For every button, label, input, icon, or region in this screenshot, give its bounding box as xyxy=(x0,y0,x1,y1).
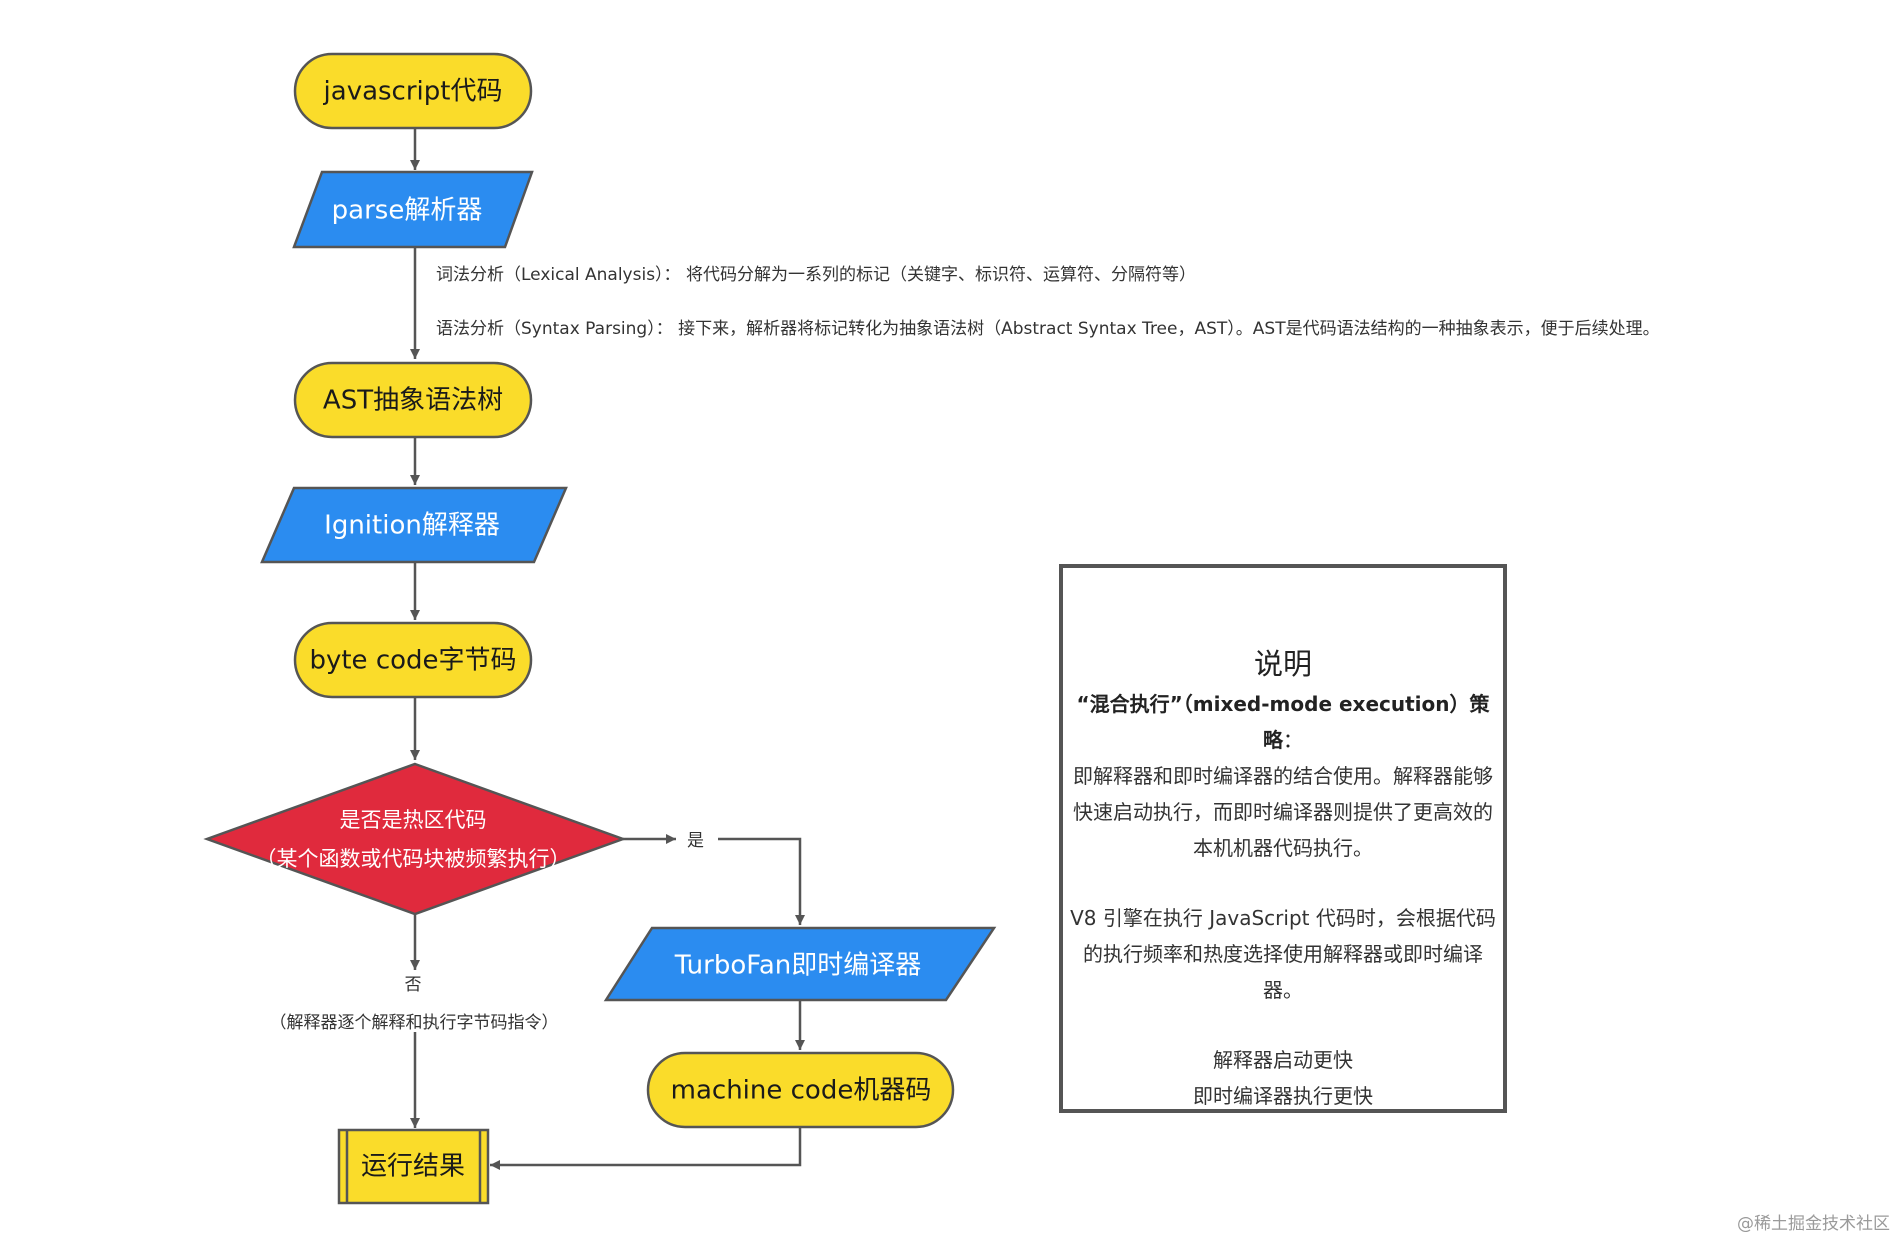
node-js-code: javascript代码 xyxy=(293,52,533,130)
explanation-title: 说明 xyxy=(1253,647,1312,681)
node-machine-code-label: machine code机器码 xyxy=(671,1076,932,1106)
node-turbofan-label: TurboFan即时编译器 xyxy=(674,951,922,981)
note-lexical: 词法分析（Lexical Analysis）： 将代码分解为一系列的标记（关键字… xyxy=(436,265,1196,285)
explanation-strategy: “混合执行”（mixed-mode execution）策略： xyxy=(1063,686,1503,758)
watermark: @稀土掘金技术社区 xyxy=(1737,1214,1890,1234)
node-hot-check-line1: 是否是热区代码 xyxy=(340,808,487,832)
node-result-label: 运行结果 xyxy=(361,1152,465,1182)
node-parser: parse解析器 xyxy=(292,170,534,249)
edge-label-no-note: （解释器逐个解释和执行字节码指令） xyxy=(270,1013,559,1033)
connectors xyxy=(410,128,805,1170)
node-ignition: Ignition解释器 xyxy=(260,486,568,564)
explanation-strategy-text: “混合执行”（mixed-mode execution）策略 xyxy=(1076,692,1490,752)
node-turbofan: TurboFan即时编译器 xyxy=(603,926,997,1002)
explanation-paragraph-2: V8 引擎在执行 JavaScript 代码时，会根据代码的执行频率和热度选择使… xyxy=(1070,906,1496,1002)
node-result: 运行结果 xyxy=(337,1128,490,1205)
node-ignition-label: Ignition解释器 xyxy=(324,511,500,541)
explanation-gap xyxy=(1063,1008,1503,1042)
explanation-paragraph-1: 即解释器和即时编译器的结合使用。解释器能够快速启动执行，而即时编译器则提供了更高… xyxy=(1073,764,1493,860)
edge-label-yes: 是 xyxy=(687,831,704,851)
node-hot-check-line2: （某个函数或代码块被频繁执行） xyxy=(256,847,571,871)
node-bytecode-label: byte code字节码 xyxy=(309,646,516,676)
node-machine-code: machine code机器码 xyxy=(646,1051,955,1129)
node-hot-check: 是否是热区代码 （某个函数或代码块被频繁执行） xyxy=(203,762,627,916)
node-ast: AST抽象语法树 xyxy=(293,361,533,439)
explanation-line-4: 即时编译器执行更快 xyxy=(1193,1084,1373,1108)
edge-label-no: 否 xyxy=(405,975,422,995)
edge-yes-to-turbofan xyxy=(718,837,805,925)
explanation-strategy-colon: ： xyxy=(1283,728,1303,752)
explanation-box: 说明 “混合执行”（mixed-mode execution）策略： 即解释器和… xyxy=(1059,564,1507,1113)
explanation-line-3: 解释器启动更快 xyxy=(1213,1048,1353,1072)
explanation-gap xyxy=(1063,866,1503,900)
node-bytecode: byte code字节码 xyxy=(293,621,533,699)
edge-label-no-bg xyxy=(400,970,430,996)
edge-machine-to-result xyxy=(490,1127,802,1170)
node-ast-label: AST抽象语法树 xyxy=(323,386,503,416)
node-js-code-label: javascript代码 xyxy=(323,77,503,107)
node-parser-label: parse解析器 xyxy=(332,196,483,226)
note-syntax: 语法分析（Syntax Parsing）： 接下来，解析器将标记转化为抽象语法树… xyxy=(436,319,1660,339)
